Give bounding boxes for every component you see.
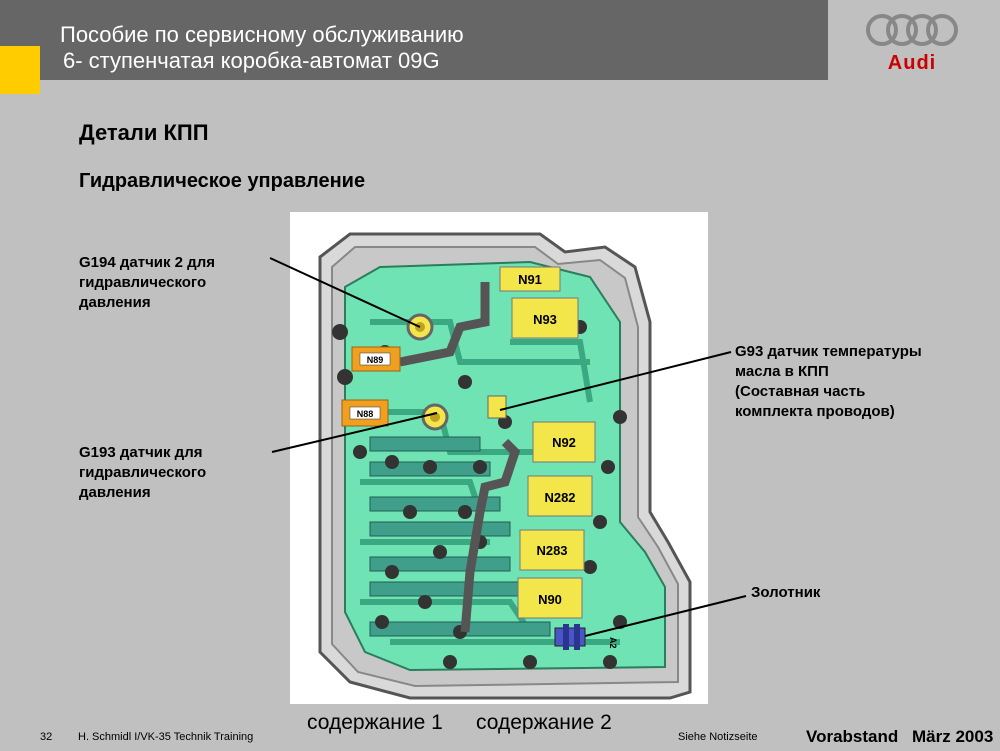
solenoid-n92: N92: [532, 421, 596, 463]
callout-g193: G193 датчик для гидравлического давления: [79, 444, 207, 501]
valve-body-diagram: N91 N93 N92 N282 N283 N90 N89: [290, 212, 708, 704]
audi-logo: Audi: [862, 12, 962, 74]
svg-text:N92: N92: [552, 435, 576, 450]
callout-g194: G194 датчик 2 для гидравлического давлен…: [79, 254, 215, 311]
spool-valve: A2: [554, 624, 618, 650]
svg-text:N88: N88: [357, 409, 374, 419]
footer-status: Vorabstand: [806, 727, 899, 746]
page-number: 32: [40, 731, 53, 743]
solenoid-n283: N283: [519, 529, 585, 571]
contents-link-2[interactable]: содержание 2: [476, 711, 612, 734]
svg-text:N89: N89: [367, 355, 384, 365]
svg-text:N283: N283: [536, 543, 567, 558]
solenoid-n282: N282: [527, 475, 593, 517]
pressure-pipe-lower: [460, 438, 521, 633]
audi-wordmark: Audi: [887, 52, 937, 74]
solenoid-n89: N89: [351, 346, 401, 372]
audi-rings-icon: [866, 14, 958, 46]
footer-date: März 2003: [912, 727, 994, 746]
header-title-line2: 6- ступенчатая коробка-автомат 09G: [63, 48, 440, 73]
header-title-line1: Пособие по сервисному обслуживанию: [60, 22, 464, 47]
header-bar: [0, 0, 828, 80]
solenoid-n93: N93: [511, 297, 579, 339]
solenoid-n88: N88: [341, 399, 389, 427]
header-accent: [0, 46, 40, 94]
svg-text:N282: N282: [544, 490, 575, 505]
footer-author: H. Schmidl I/VK-35 Technik Training: [78, 731, 254, 743]
page-title: Детали КПП: [79, 120, 209, 145]
callout-g93: G93 датчик температуры масла в КПП (Сост…: [735, 343, 922, 420]
g194-sensor-core: [415, 322, 425, 332]
svg-text:N91: N91: [518, 272, 542, 287]
valve-body-illustration: N91 N93 N92 N282 N283 N90 N89: [318, 232, 692, 700]
footer-notes: Siehe Notizseite: [678, 731, 758, 743]
callout-valve: Золотник: [751, 584, 821, 601]
g193-sensor-core: [430, 412, 440, 422]
valve-tag: A2: [608, 637, 618, 649]
svg-text:N90: N90: [538, 592, 562, 607]
solenoid-n90: N90: [517, 577, 583, 619]
g93-temperature-sensor: [487, 395, 507, 419]
contents-link-1[interactable]: содержание 1: [307, 711, 443, 734]
pressure-pipe-upper: [399, 282, 490, 367]
svg-text:N93: N93: [533, 312, 557, 327]
solenoid-n91: N91: [499, 266, 561, 292]
page-subtitle: Гидравлическое управление: [79, 170, 366, 192]
